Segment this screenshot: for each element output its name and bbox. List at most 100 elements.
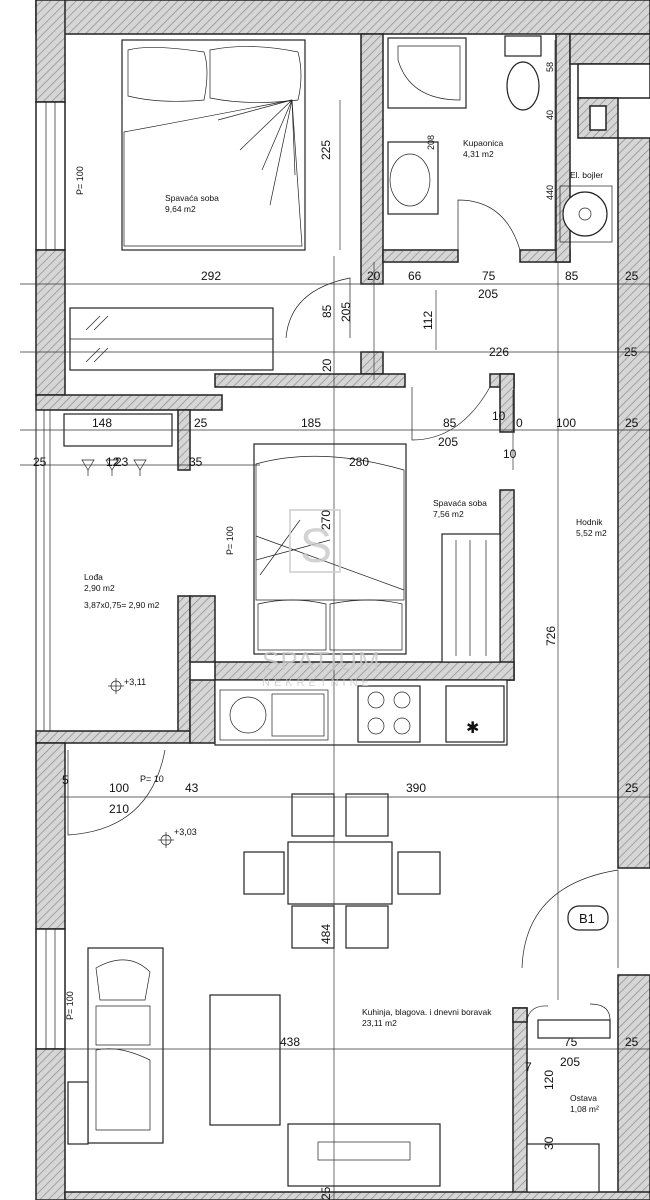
wall-loggia-top xyxy=(35,394,223,411)
wall-right xyxy=(617,137,650,869)
dim-12: 12 xyxy=(106,455,120,469)
dim-484: 484 xyxy=(319,924,333,944)
wall-bed1-bath xyxy=(360,33,384,285)
dim-25f: 25 xyxy=(625,781,639,795)
watermark-line2: NEKRETNINE xyxy=(262,677,373,689)
window-right-upper xyxy=(577,63,650,99)
wall-bottom xyxy=(64,1191,650,1200)
dim-148: 148 xyxy=(92,416,112,430)
wall-loggia-right-low xyxy=(177,595,191,742)
room-bathroom-area: 4,31 m2 xyxy=(463,149,494,159)
dim-205d: 205 xyxy=(560,1055,580,1069)
boiler xyxy=(562,191,608,237)
dim-0: 0 xyxy=(516,416,523,430)
room-bedroom2-area: 7,56 m2 xyxy=(433,509,464,519)
dim-726: 726 xyxy=(544,626,558,646)
room-bathroom-name: Kupaonica xyxy=(463,138,503,148)
room-hallway-area: 5,52 m2 xyxy=(576,528,607,538)
dim-85a: 85 xyxy=(565,269,579,283)
sofa xyxy=(87,947,164,1144)
svg-text:✱: ✱ xyxy=(466,720,479,737)
dim-25e: 25 xyxy=(33,455,47,469)
dim-440: 440 xyxy=(545,185,555,200)
room-living-area: 23,11 m2 xyxy=(362,1018,397,1028)
walls xyxy=(35,0,650,1200)
dim-112: 112 xyxy=(421,311,435,330)
wall-left-bottom xyxy=(35,1048,66,1200)
door-bedroom2 xyxy=(411,386,491,441)
room-labels: Spavaća soba 9,64 m2 Kupaonica 4,31 m2 E… xyxy=(84,138,607,1114)
wardrobe-2 xyxy=(441,533,501,663)
wall-left-mid xyxy=(35,249,66,396)
level-living: +3,03 xyxy=(174,827,197,837)
dim-43: 43 xyxy=(185,781,199,795)
entrance-label: B1 xyxy=(579,911,595,926)
dim-10a: 10 xyxy=(492,409,506,423)
wall-storage-left xyxy=(512,1007,528,1200)
dim-226: 226 xyxy=(489,345,509,359)
dim-30: 30 xyxy=(542,1136,556,1150)
wall-kitchen-left xyxy=(189,679,216,744)
wall-loggia-right xyxy=(177,409,191,471)
dim-75b: 75 xyxy=(564,1035,578,1049)
door-storage xyxy=(526,1005,549,1021)
dim-208: 208 xyxy=(426,135,436,150)
dim-35: 35 xyxy=(189,455,203,469)
watermark-logo: S xyxy=(300,520,332,573)
entrance-badge xyxy=(567,905,609,931)
dim-25c: 25 xyxy=(194,416,208,430)
dimension-labels: 225 292 20 66 75 85 25 205 85 205 112 22… xyxy=(33,62,639,1200)
dim-100a: 100 xyxy=(556,416,576,430)
tv-unit xyxy=(287,1123,441,1187)
dim-25g: 25 xyxy=(625,1035,639,1049)
dim-20b: 20 xyxy=(320,358,334,372)
toilet xyxy=(504,35,542,57)
parapet-living: P= 100 xyxy=(65,991,75,1020)
washbasin xyxy=(387,141,439,215)
dim-85c: 85 xyxy=(443,416,457,430)
dim-20a: 20 xyxy=(367,269,381,283)
room-bedroom1-name: Spavaća soba xyxy=(165,193,219,203)
watermark: S SPATIUM NEKRETNINE xyxy=(262,509,381,689)
dim-25a: 25 xyxy=(625,269,639,283)
door-bedroom1 xyxy=(285,277,351,339)
door-entrance xyxy=(521,869,619,969)
dim-58: 58 xyxy=(545,62,555,72)
room-boiler-name: El. bojler xyxy=(570,170,603,180)
furniture: ✱ xyxy=(63,35,613,1193)
level-marker-loggia: +3,11 xyxy=(108,677,146,694)
dim-40: 40 xyxy=(545,110,555,120)
dim-25b: 25 xyxy=(624,345,638,359)
dim-270: 270 xyxy=(319,510,333,530)
dim-25h: 25 xyxy=(319,1186,333,1200)
level-loggia: +3,11 xyxy=(124,677,146,687)
dim-280: 280 xyxy=(349,455,369,469)
door-bathroom xyxy=(457,199,521,251)
dim-185: 185 xyxy=(301,416,321,430)
dining-table xyxy=(287,841,393,905)
wall-left-upper xyxy=(35,0,66,103)
watermark-line1: SPATIUM xyxy=(262,646,381,676)
wall-left-low xyxy=(35,742,66,930)
dim-66: 66 xyxy=(408,269,422,283)
wall-bed2-left xyxy=(189,595,216,663)
window-left-low xyxy=(35,928,66,1050)
dim-85b: 85 xyxy=(320,304,334,318)
parapet-bedroom1: P= 100 xyxy=(75,166,85,195)
wall-right-low xyxy=(617,974,650,1200)
wall-bath-bottom xyxy=(382,249,459,263)
dim-25d: 25 xyxy=(625,416,639,430)
dim-438: 438 xyxy=(280,1035,300,1049)
shower-tray xyxy=(387,37,467,109)
dim-10b: 10 xyxy=(503,447,517,461)
dim-205a: 205 xyxy=(478,287,498,301)
room-storage-name: Ostava xyxy=(570,1093,597,1103)
wall-bed2-right xyxy=(499,373,515,433)
doors xyxy=(67,199,619,1021)
parapet-bedroom2: P= 100 xyxy=(225,526,235,555)
room-bedroom2-name: Spavaća soba xyxy=(433,498,487,508)
level-marker-living: +3,03 xyxy=(158,827,197,848)
bed-1 xyxy=(121,39,306,251)
room-hallway-name: Hodnik xyxy=(576,517,603,527)
